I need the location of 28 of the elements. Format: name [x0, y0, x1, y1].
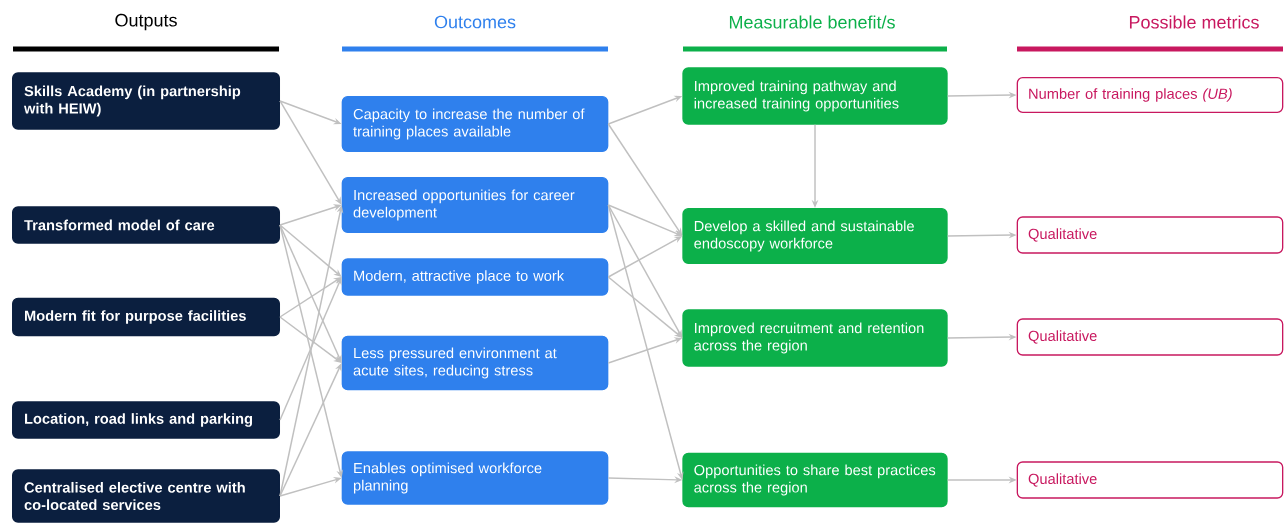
benefit-box: Improved training pathway and increased training opportunities — [682, 67, 948, 125]
output-box: Skills Academy (in partnership with HEIW) — [12, 72, 280, 130]
arrow — [607, 204, 683, 338]
output-box: Centralised elective centre with co-located services — [12, 469, 280, 523]
column-heading: Measurable benefit/s — [729, 15, 895, 29]
outcome-box: Enables optimised workforce planning — [341, 451, 609, 505]
outcome-box: Increased opportunities for career development — [341, 177, 609, 233]
metric-box: Qualitative — [1016, 216, 1284, 254]
arrow — [279, 277, 342, 421]
arrow — [279, 363, 342, 497]
output-box: Transformed model of care — [12, 206, 280, 244]
outcome-box: Modern, attractive place to work — [341, 258, 609, 296]
arrow — [279, 100, 342, 205]
metric-box: Number of training places (UB) — [1016, 77, 1284, 113]
metric-box: Qualitative — [1016, 461, 1284, 499]
output-box: Modern fit for purpose facilities — [12, 297, 280, 337]
column-heading: Outputs — [115, 13, 177, 31]
metric-box: Qualitative — [1016, 318, 1284, 356]
outcome-box: Less pressured environment at acute sites, reducing stress — [341, 335, 609, 391]
benefit-box: Develop a skilled and sustainable endoscopy workforce — [682, 208, 948, 264]
column-heading: Outcomes — [434, 15, 516, 29]
benefit-box: Opportunities to share best practices across the region — [682, 452, 948, 508]
arrow — [279, 224, 342, 363]
outcome-box: Capacity to increase the number of training places available — [341, 96, 609, 152]
benefit-box: Improved recruitment and retention across the region — [682, 309, 948, 367]
output-box: Location, road links and parking — [12, 401, 280, 439]
column-heading: Possible metrics — [1129, 15, 1259, 29]
arrow — [607, 123, 683, 236]
